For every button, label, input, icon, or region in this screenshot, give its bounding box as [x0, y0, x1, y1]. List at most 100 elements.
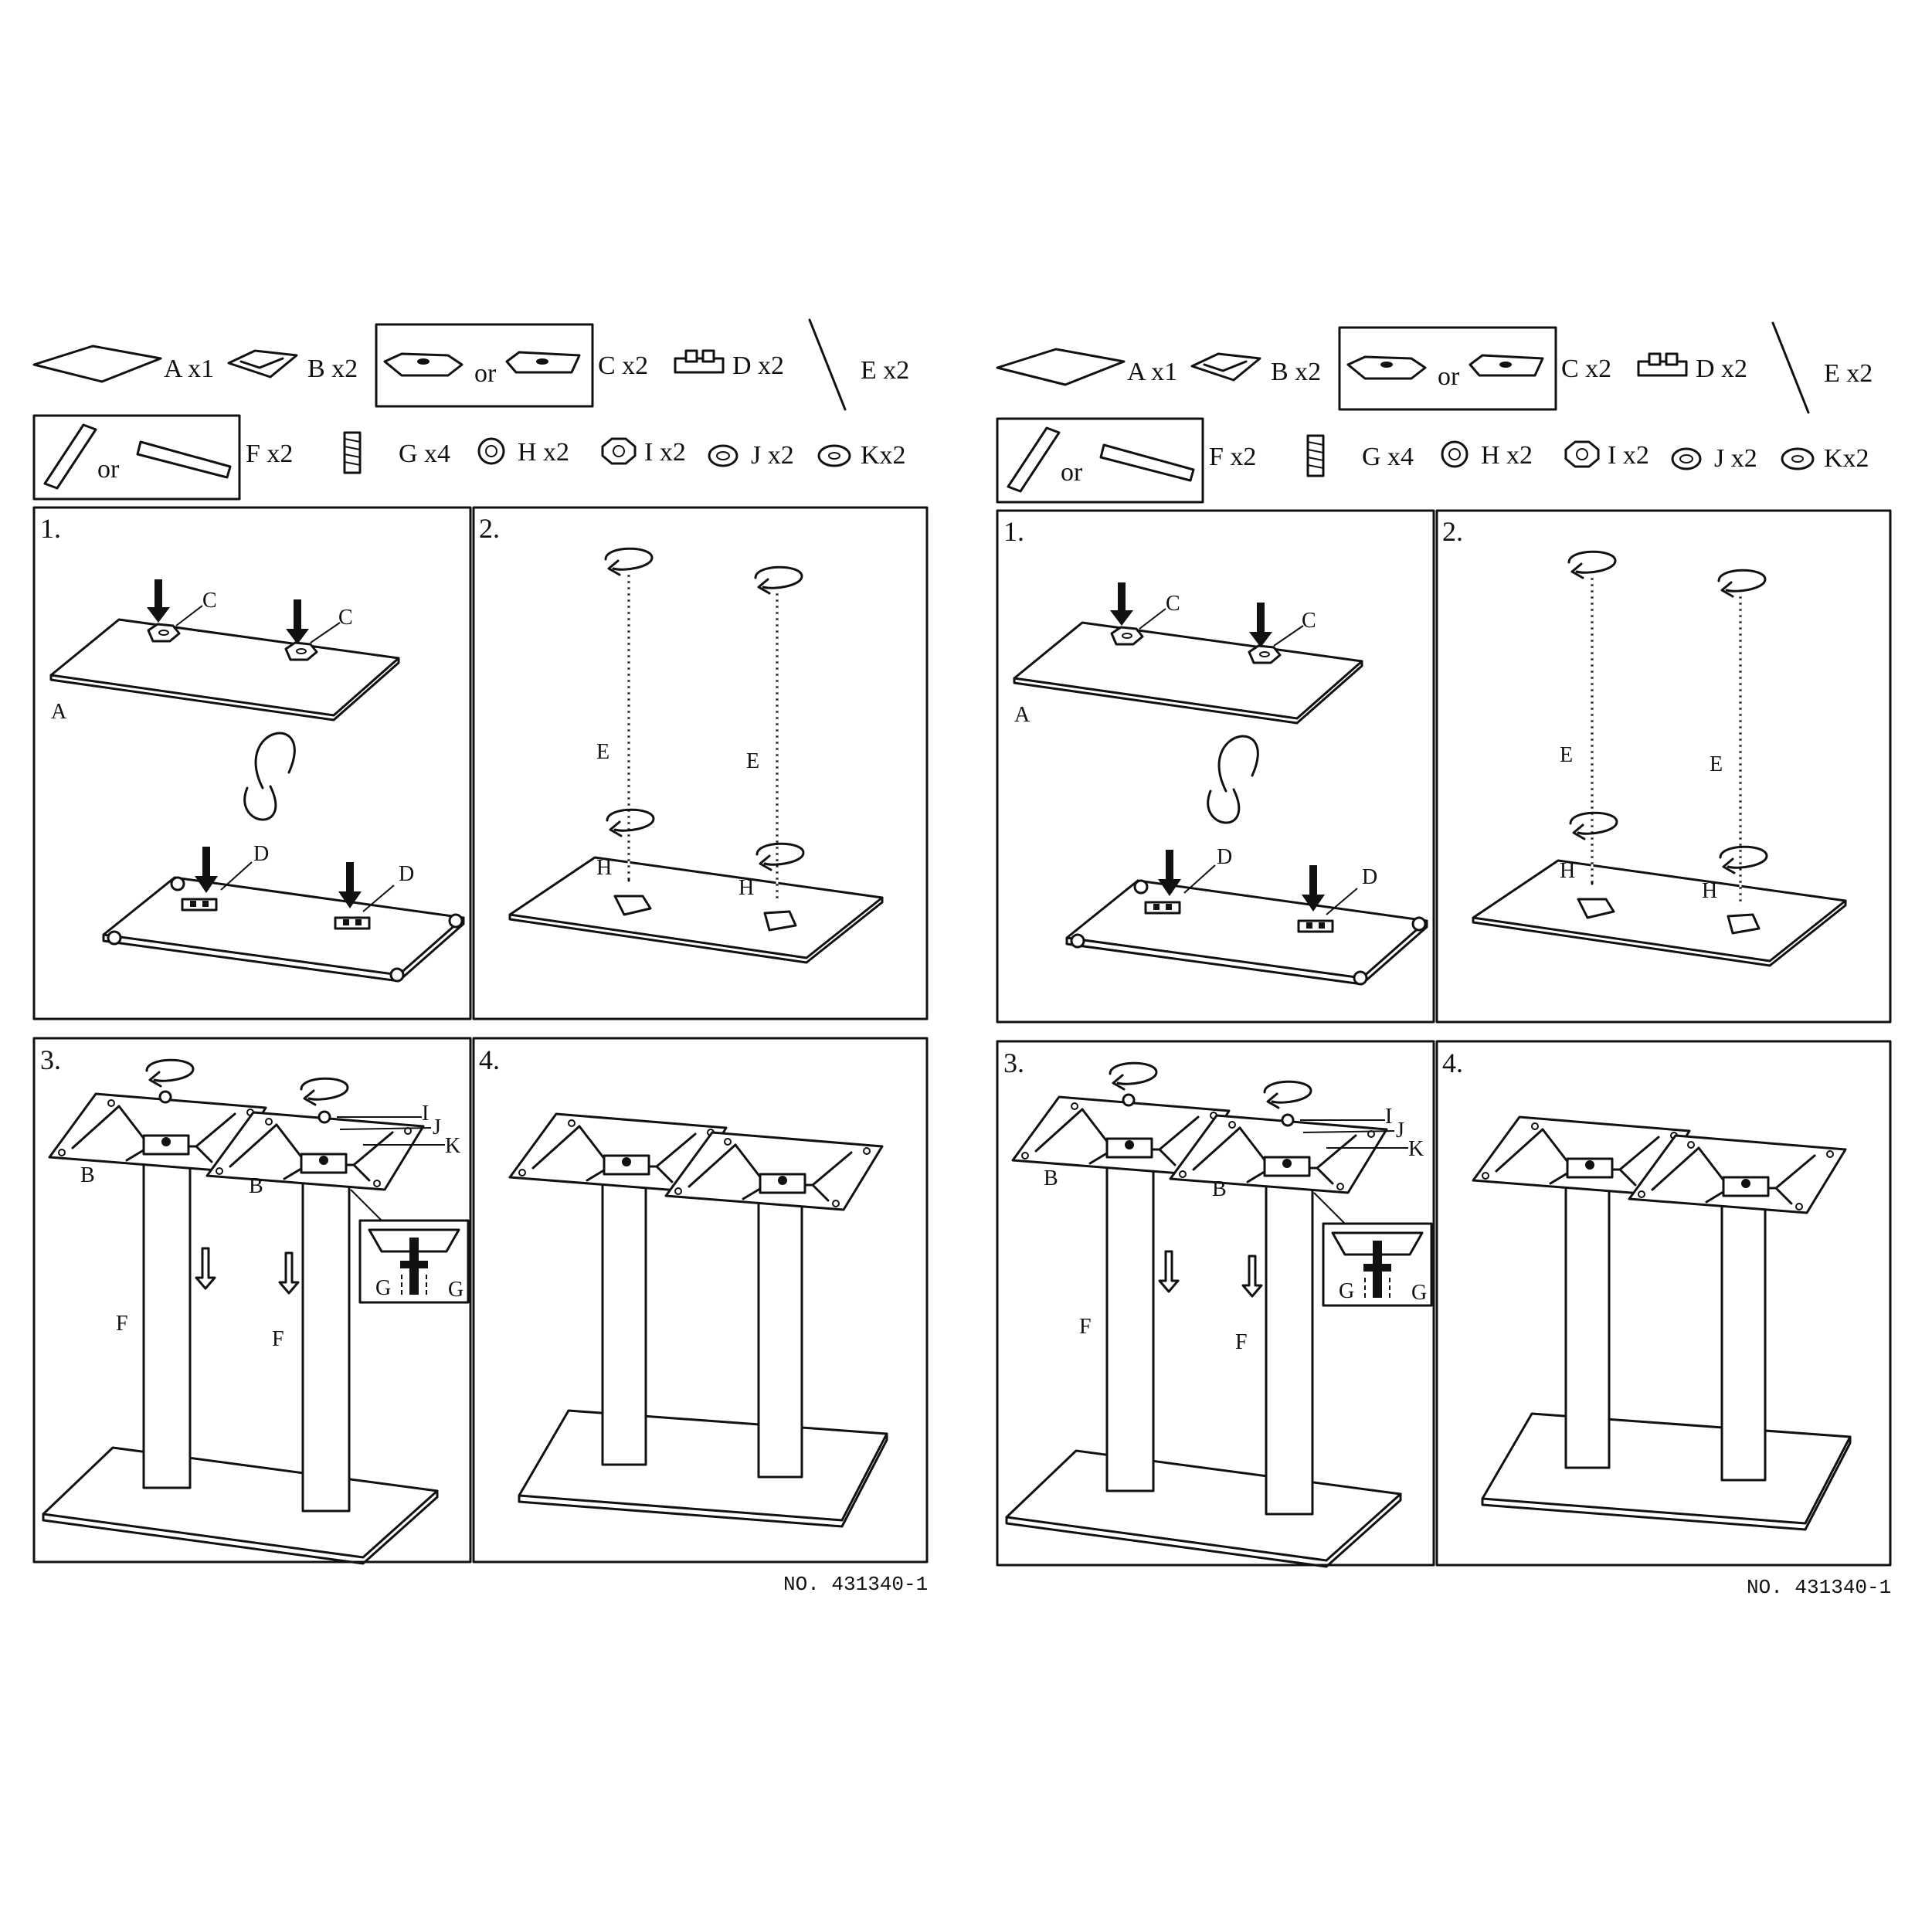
- callout-h: H: [596, 856, 612, 880]
- part-g-icon: [1306, 434, 1325, 477]
- part-c-box: [1338, 326, 1557, 411]
- parts-row-2: or F x2 G x4 H x2 I x2 J x2: [32, 414, 906, 501]
- column-f: [1265, 1183, 1314, 1516]
- rotate-arrow-icon: [1109, 1061, 1158, 1091]
- parts-row-1: A x1 B x2 or C x2 D x2: [996, 321, 1873, 414]
- callout-g: G: [448, 1278, 463, 1302]
- part-f-icon-square: [1007, 426, 1061, 493]
- part-label-j: J x2: [1714, 444, 1757, 473]
- callout-d: D: [399, 862, 414, 886]
- callout-c: C: [338, 606, 353, 630]
- down-arrow-icon: [1158, 850, 1181, 896]
- step-4-panel: 4.: [1435, 1040, 1892, 1567]
- callout-e: E: [1710, 752, 1723, 776]
- down-arrow-icon: [1249, 603, 1272, 647]
- part-c-icon-square: [505, 351, 581, 374]
- part-k-icon: [817, 444, 851, 467]
- base-plate: [518, 1409, 888, 1522]
- callout-j: J: [1396, 1119, 1404, 1143]
- tabletop-a: [508, 856, 884, 959]
- callout-k: K: [1408, 1137, 1424, 1161]
- part-label-d: D x2: [1696, 355, 1747, 383]
- down-arrow-icon: [195, 847, 218, 893]
- part-e-icon: [808, 318, 847, 411]
- rotate-arrow-icon: [145, 1058, 195, 1088]
- callout-e: E: [1560, 743, 1573, 767]
- part-label-g: G x4: [399, 440, 450, 468]
- part-f-box: [32, 414, 241, 501]
- rotate-arrow-icon: [300, 1077, 349, 1106]
- column-f: [1564, 1160, 1611, 1469]
- tabletop-a-top: [49, 618, 400, 717]
- part-label-a: A x1: [164, 355, 214, 383]
- tabletop-a-underside: [1065, 879, 1428, 980]
- callout-d: D: [253, 842, 269, 866]
- part-b-icon: [1190, 352, 1261, 382]
- part-e-icon: [1771, 321, 1810, 414]
- column-f: [1720, 1179, 1767, 1482]
- part-label-c: C x2: [1561, 355, 1611, 383]
- part-label-k: Kx2: [861, 441, 906, 470]
- callout-g: G: [1339, 1279, 1354, 1303]
- down-arrow-icon: [278, 1251, 300, 1295]
- step-1-number: 1.: [1003, 516, 1024, 547]
- callout-c: C: [202, 589, 217, 613]
- callout-g: G: [1411, 1281, 1427, 1305]
- column-f: [301, 1180, 351, 1513]
- part-label-i: I x2: [644, 438, 686, 467]
- part-label-g: G x4: [1362, 443, 1414, 471]
- parts-row-1: A x1 B x2 or C x2 D x2: [32, 318, 909, 411]
- part-label-h: H x2: [1481, 441, 1533, 470]
- step-4-number: 4.: [1442, 1047, 1463, 1078]
- down-arrow-icon: [1110, 582, 1133, 626]
- part-label-f: F x2: [1209, 443, 1256, 471]
- part-label-c: C x2: [598, 351, 648, 380]
- down-arrow-icon: [1302, 865, 1325, 912]
- callout-b: B: [1212, 1177, 1227, 1201]
- callout-f: F: [1235, 1330, 1248, 1354]
- part-d-icon: [1637, 352, 1688, 377]
- callout-a: A: [1014, 703, 1031, 727]
- part-h-icon: [477, 437, 505, 465]
- down-arrow-icon: [1158, 1250, 1180, 1293]
- callout-h: H: [739, 876, 754, 900]
- step-2-panel: 2. E E H H: [472, 506, 929, 1020]
- base-plate: [1481, 1412, 1852, 1525]
- step-4-panel: 4.: [472, 1037, 929, 1564]
- part-c-or: or: [474, 359, 497, 388]
- down-arrow-icon: [195, 1247, 216, 1290]
- part-f-icon-square: [43, 423, 97, 490]
- callout-c: C: [1302, 609, 1316, 633]
- rotate-arrow-icon: [1263, 1080, 1312, 1109]
- step-1-number: 1.: [40, 513, 61, 544]
- callout-b: B: [80, 1163, 95, 1187]
- part-label-d: D x2: [732, 351, 784, 380]
- part-c-icon-round: [1346, 355, 1427, 380]
- callout-b: B: [249, 1174, 263, 1198]
- down-arrow-icon: [286, 599, 309, 644]
- part-a-icon: [996, 348, 1126, 386]
- parts-row-2: or F x2 G x4 H x2 I x2 J x2: [996, 417, 1869, 504]
- part-j-icon: [1671, 447, 1702, 470]
- part-label-f: F x2: [246, 440, 293, 468]
- part-f-or: or: [97, 455, 120, 484]
- part-label-e: E x2: [861, 356, 909, 385]
- part-label-i: I x2: [1608, 441, 1649, 470]
- part-f-icon-round: [136, 440, 232, 479]
- part-h-icon: [1441, 440, 1469, 468]
- column-f: [142, 1162, 192, 1489]
- flip-arrows-icon: [243, 732, 296, 821]
- step-2-number: 2.: [479, 513, 500, 544]
- rotate-arrow-icon: [606, 808, 655, 837]
- part-label-a: A x1: [1127, 358, 1177, 386]
- base-plate: [1005, 1449, 1402, 1562]
- step-3-panel: 3. I J K B B F F: [996, 1040, 1435, 1568]
- part-number: NO. 431340-1: [1747, 1576, 1891, 1599]
- part-label-b: B x2: [1271, 358, 1321, 386]
- step-4-number: 4.: [479, 1044, 500, 1075]
- step-2-panel: 2. E E H H: [1435, 509, 1892, 1024]
- callout-b: B: [1044, 1166, 1058, 1190]
- callout-e: E: [596, 740, 609, 764]
- part-i-icon: [601, 437, 637, 465]
